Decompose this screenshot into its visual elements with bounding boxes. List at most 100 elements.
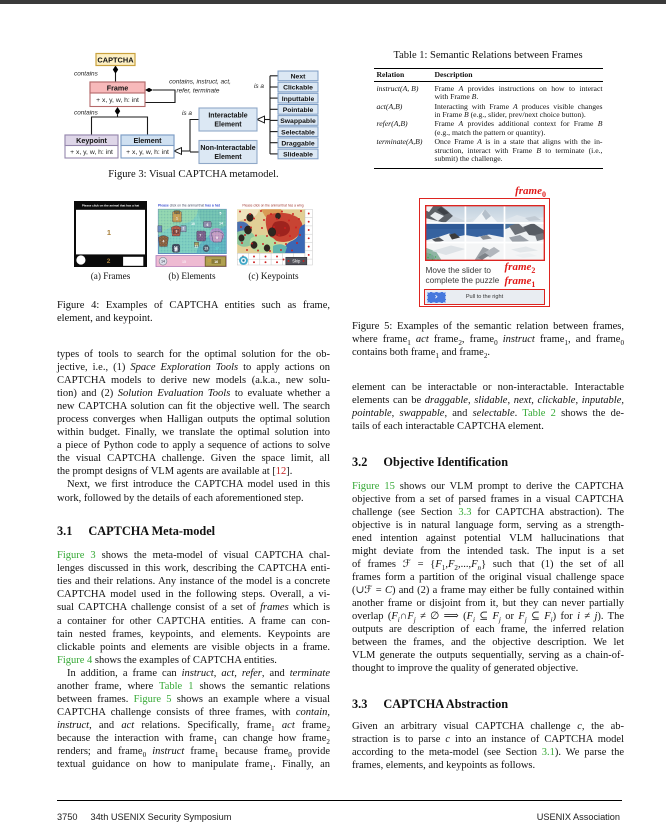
citation-link[interactable]: 12 <box>275 466 287 478</box>
internal-reference-link[interactable]: Table 1 <box>159 680 194 692</box>
paragraph-metamodel: Figure 3 shows the meta-model of visual … <box>57 550 331 773</box>
svg-text:Inputtable: Inputtable <box>282 96 315 103</box>
svg-text:Element: Element <box>134 136 163 145</box>
keypoint-class-box: Keypoint + x, y, w, h: int <box>64 134 119 159</box>
svg-text:14: 14 <box>219 222 223 226</box>
internal-reference-link[interactable]: 3.1 <box>541 746 555 758</box>
internal-reference-link[interactable]: Figure 3 <box>57 550 96 562</box>
svg-text:9: 9 <box>216 236 218 240</box>
captcha-class-label: CAPTCHA <box>97 55 134 64</box>
fig4a-frame1-area <box>76 209 145 254</box>
interactable-subtype-boxes: Next Clickable Inputtable Pointable Swap… <box>277 70 319 160</box>
section-3-1-number: 3.1 <box>57 524 73 538</box>
svg-text:Pointable: Pointable <box>283 107 314 114</box>
svg-text:13: 13 <box>204 246 208 250</box>
svg-text:16: 16 <box>214 260 218 264</box>
frame0-label: frame0 <box>515 184 546 199</box>
table1-col-relation: Relation <box>376 69 405 79</box>
footer-conference: 34th USENIX Security Symposium <box>90 812 232 822</box>
internal-reference-link[interactable]: Figure 5 <box>133 693 172 705</box>
svg-text:10: 10 <box>191 222 195 226</box>
fig4b-instruction: Please click on the animal that has a ha… <box>158 204 221 208</box>
interactable-element-box: Interactable Element <box>198 107 258 132</box>
inheritance-triangle-interactable <box>255 115 265 124</box>
inheritance-triangle-element <box>172 146 182 156</box>
fig4b-board: 1 10 6 14 5 2 3 7 9 4 12 11 13 17 <box>157 208 227 254</box>
paragraph-tools-search: types of tools to search for the optimal… <box>57 349 330 504</box>
figure4c-subcaption: (c) Keypoints <box>248 271 299 281</box>
footer-left: 3750 34th USENIX Security Symposium <box>57 812 231 822</box>
internal-reference-link[interactable]: Figure 15 <box>352 480 395 492</box>
element-class-box: Element + x, y, w, h: int <box>120 134 175 159</box>
table1-title: Table 1: Semantic Relations between Fram… <box>393 50 583 61</box>
table1-col-description: Description <box>434 69 473 79</box>
section-3-1-title: CAPTCHA Meta-model <box>88 524 216 538</box>
table1-row-terminate: terminate(A,B) Once Frame A is in a stat… <box>376 137 603 164</box>
svg-text:2: 2 <box>182 227 184 231</box>
svg-text:15: 15 <box>182 260 186 264</box>
figure4a-subcaption: (a) Frames <box>90 271 131 281</box>
svg-text:+ x, y, w, h: int: + x, y, w, h: int <box>126 149 169 156</box>
composition-diamond-selfloop <box>145 87 153 93</box>
svg-text:Next: Next <box>291 74 306 81</box>
svg-text:Interactable: Interactable <box>208 113 247 120</box>
svg-text:1: 1 <box>176 217 178 221</box>
svg-text:17: 17 <box>208 259 212 263</box>
figure5-slider-instruction: Move the slider to complete the puzzle <box>425 264 500 286</box>
section-3-3-heading: 3.3 CAPTCHA Abstraction <box>352 697 508 712</box>
svg-text:Swappable: Swappable <box>280 118 316 125</box>
svg-text:+ x, y, w, h: int: + x, y, w, h: int <box>70 149 113 156</box>
non-interactable-element-box: Non-Interactable Element <box>198 139 258 165</box>
section-3-3-title: CAPTCHA Abstraction <box>383 696 509 711</box>
captcha-class-box <box>95 52 136 67</box>
svg-text:6: 6 <box>207 223 209 227</box>
paragraph-captcha-abstraction: Given an arbitrary visual CAPTCHA challe… <box>352 720 624 771</box>
svg-text:Frame: Frame <box>107 84 129 93</box>
svg-text:Element: Element <box>214 122 242 129</box>
internal-reference-link[interactable]: Table 2 <box>522 408 556 420</box>
svg-text:7: 7 <box>199 234 201 238</box>
composition-diamond-frame <box>114 107 121 116</box>
figure4b-subcaption: (b) Elements <box>168 271 216 281</box>
svg-text:Slideable: Slideable <box>283 152 313 159</box>
svg-text:11: 11 <box>195 244 199 248</box>
is-a-label-right: is a <box>254 83 264 90</box>
svg-text:12: 12 <box>174 246 178 250</box>
svg-text:5: 5 <box>220 212 222 216</box>
svg-text:Draggable: Draggable <box>281 140 314 147</box>
figure5-slider[interactable]: › Pull to the right <box>424 289 545 305</box>
svg-text:17: 17 <box>215 247 219 251</box>
fig4a-frame1-number: 1 <box>107 227 111 236</box>
figure3-caption: Figure 3: Visual CAPTCHA metamodel. <box>108 169 279 180</box>
page-top-edge <box>0 0 666 4</box>
section-3-2-title: Objective Identification <box>383 454 509 469</box>
composition-diamond-captcha <box>112 65 119 74</box>
svg-text:Element: Element <box>214 154 242 161</box>
page-number: 3750 <box>57 812 78 822</box>
table1-row-instruct: instruct(A, B) Frame A provides instruct… <box>376 83 603 102</box>
svg-text:4: 4 <box>163 239 165 243</box>
figure4c-keypoints-image: Please click on the animal that has a wi… <box>237 203 313 266</box>
paragraph-interactable-elements: element can be interactable or non-inter… <box>352 382 625 433</box>
fig4c-map <box>237 209 305 254</box>
table1-row-refer: refer(A,B) Frame A provides additional c… <box>376 119 603 137</box>
contains-label-top: contains <box>74 71 99 78</box>
svg-text:Keypoint: Keypoint <box>76 136 107 145</box>
figure4a-frames-image: Please click on the animal that has a ha… <box>74 200 147 267</box>
frame-class-box: Frame + x, y, w, h: int <box>89 81 146 108</box>
svg-text:14: 14 <box>161 260 165 264</box>
internal-reference-link[interactable]: 3.3 <box>458 506 472 518</box>
svg-text:3: 3 <box>176 230 178 234</box>
footer-organization: USENIX Association <box>536 812 620 822</box>
figure4-caption: Figure 4: Examples of CAPTCHA entities s… <box>57 299 330 324</box>
table1-header-row: Relation Description <box>374 69 603 82</box>
table1-row-act: act(A,B) Interacting with Frame A produc… <box>376 101 603 119</box>
internal-reference-link[interactable]: Figure 4 <box>57 654 93 666</box>
svg-text:Selectable: Selectable <box>281 129 315 136</box>
section-3-3-number: 3.3 <box>352 696 368 711</box>
table1-semantic-relations: Relation Description instruct(A, B) Fram… <box>373 67 603 169</box>
selfloop-label-line2: refer, terminate <box>177 87 220 94</box>
slider-handle[interactable]: › <box>426 291 446 303</box>
